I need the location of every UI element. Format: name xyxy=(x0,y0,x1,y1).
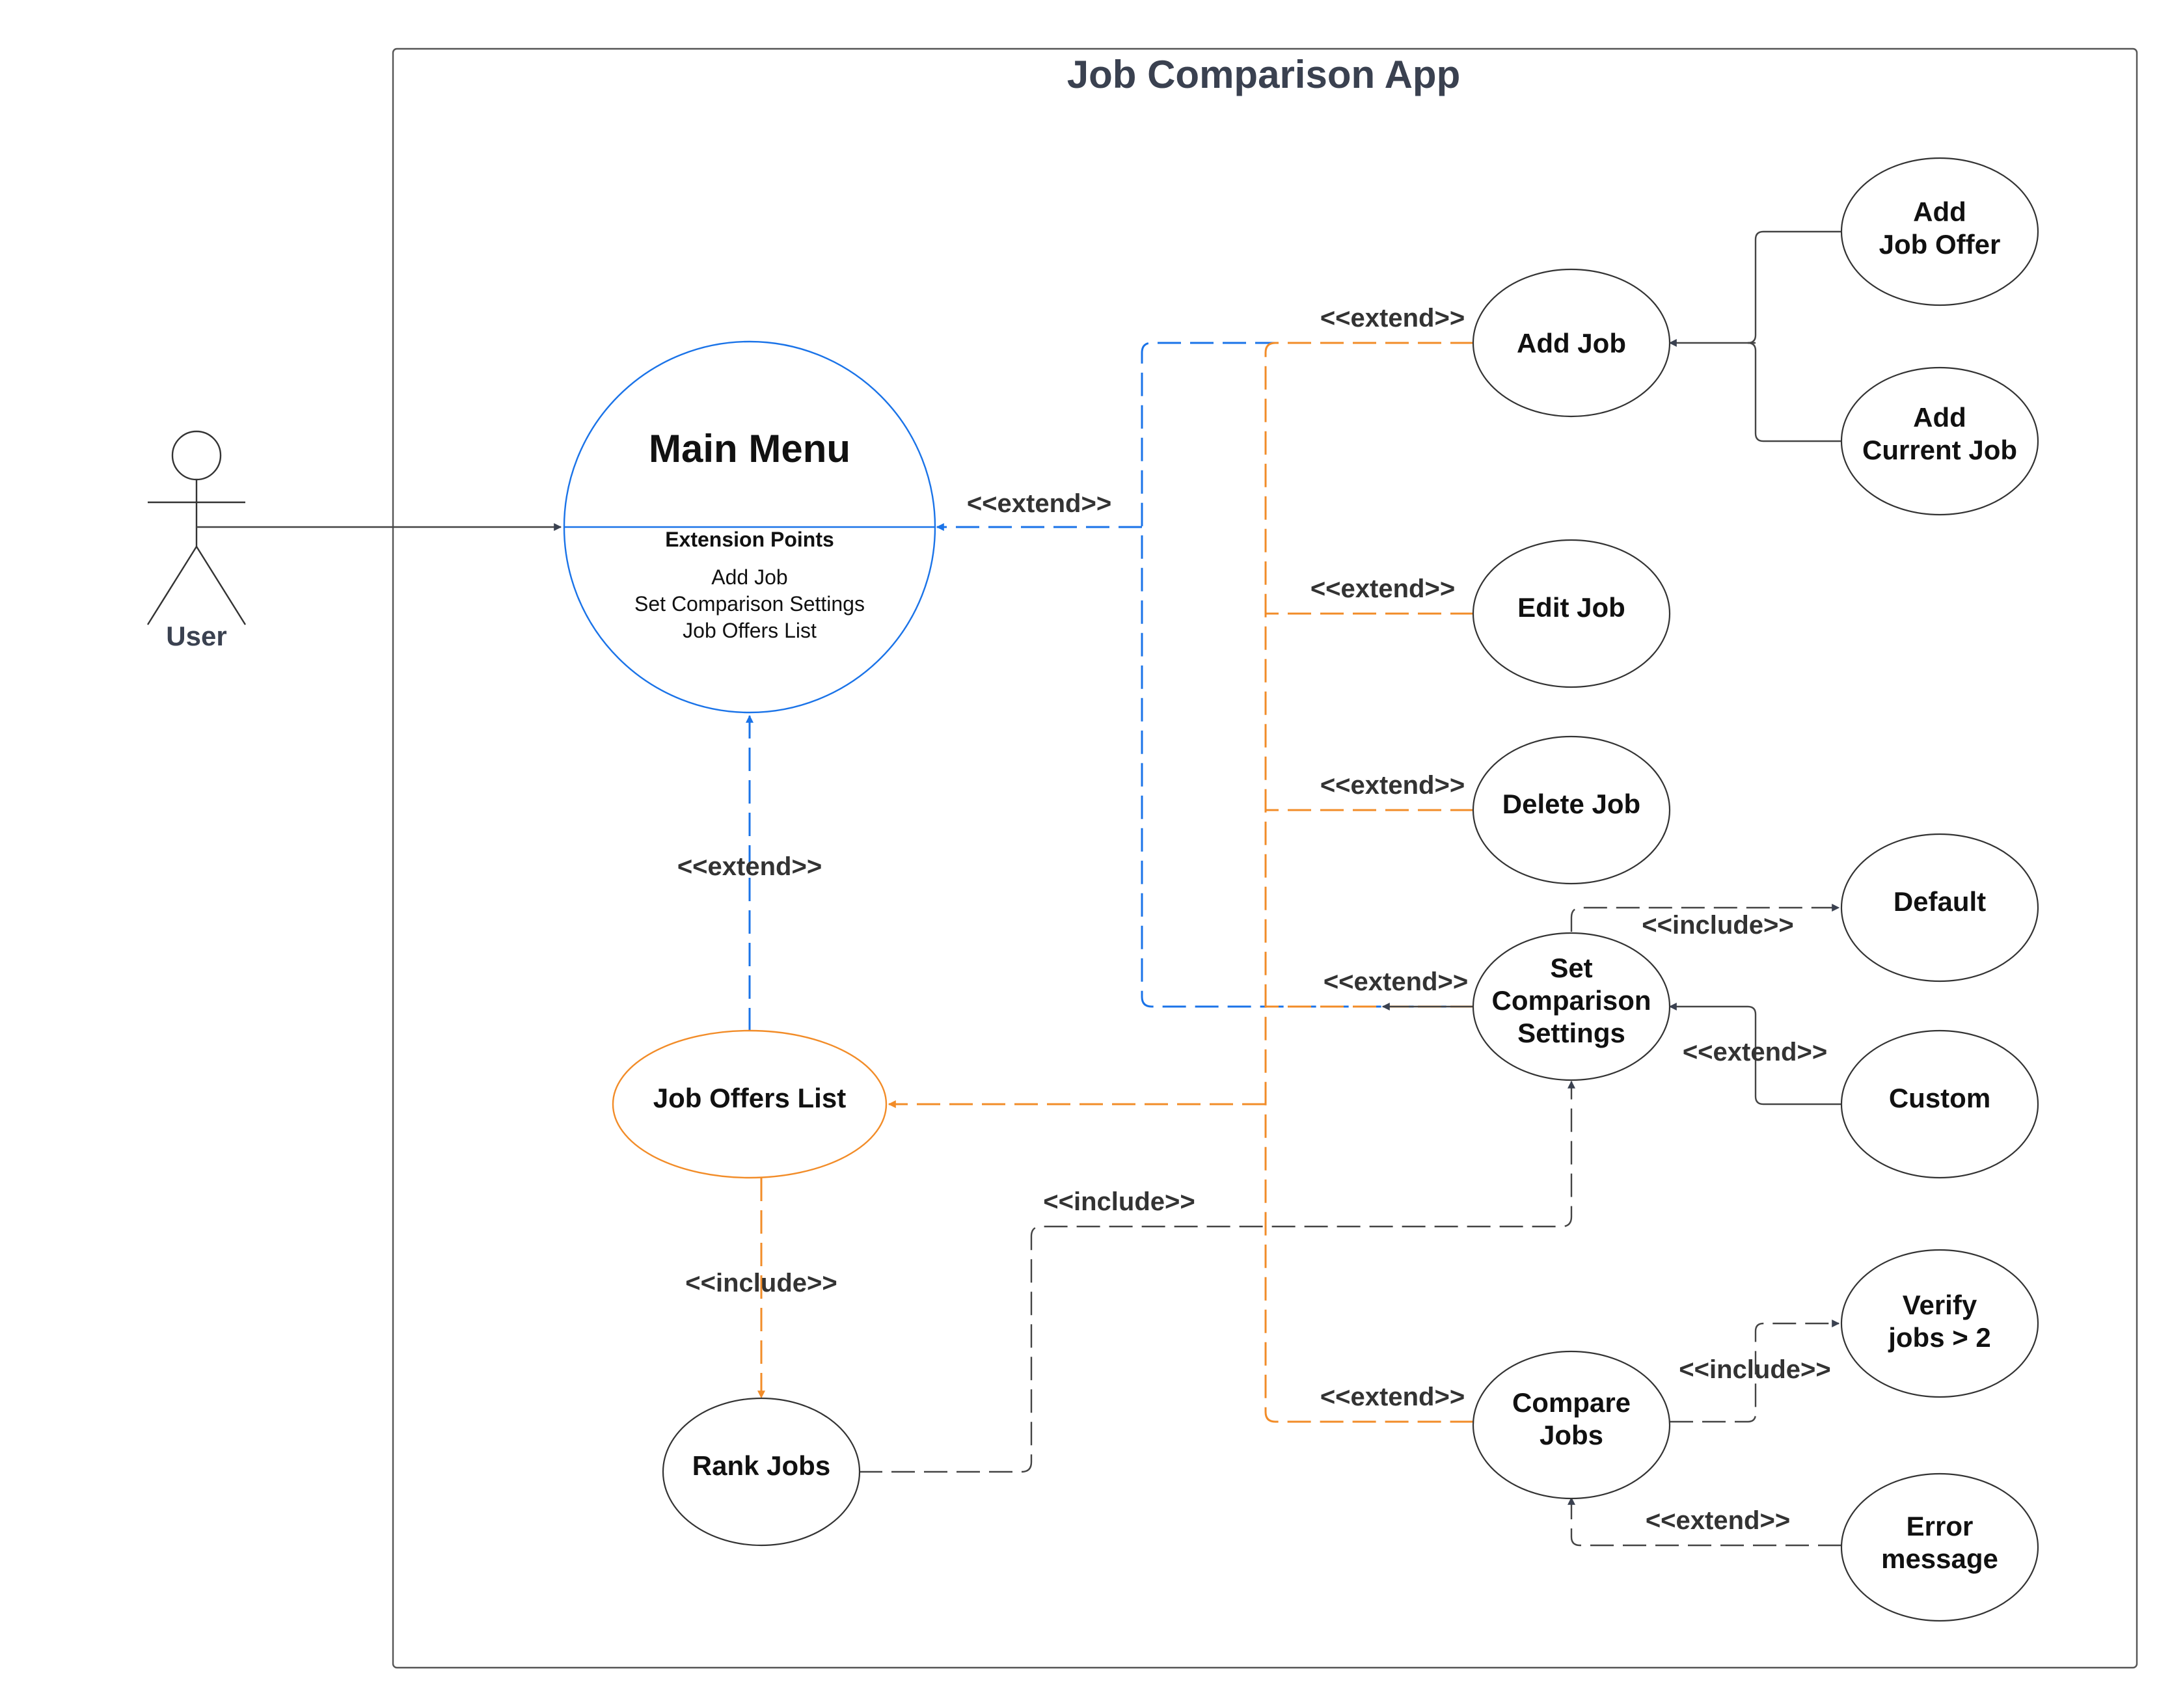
use-case-compare-jobs[interactable]: Compare Jobs xyxy=(1472,1350,1671,1500)
use-case-set-comparison-settings[interactable]: Set Comparison Settings xyxy=(1472,932,1671,1081)
use-case-add-current-job[interactable]: Add Current Job xyxy=(1840,366,2039,516)
extend-label-main-menu: <<extend>> xyxy=(967,489,1111,518)
main-menu-title: Main Menu xyxy=(649,427,850,470)
actor-right-leg xyxy=(195,546,247,625)
job-offers-list-label: Job Offers List xyxy=(653,1083,846,1113)
set-comparison-label: Set xyxy=(1550,953,1592,983)
extend-label-custom: <<extend>> xyxy=(1683,1038,1827,1066)
custom-label: Custom xyxy=(1889,1083,1990,1113)
use-case-edit-job[interactable]: Edit Job xyxy=(1472,539,1671,688)
extend-orange-trunk xyxy=(1264,342,1474,1423)
use-case-job-offers-list[interactable]: Job Offers List xyxy=(612,1029,888,1179)
include-set-comparison-default xyxy=(1570,904,1840,932)
rank-jobs-label: Rank Jobs xyxy=(692,1450,830,1481)
extend-label-compare-jobs: <<extend>> xyxy=(1320,1383,1465,1411)
compare-jobs-label: Jobs xyxy=(1540,1420,1603,1450)
default-label: Default xyxy=(1894,886,1986,917)
edit-job-label: Edit Job xyxy=(1517,592,1625,623)
include-label-default: <<include>> xyxy=(1642,911,1793,940)
include-label-set-comparison: <<include>> xyxy=(1043,1187,1195,1216)
extend-label-add-job: <<extend>> xyxy=(1320,304,1465,332)
compare-jobs-label: Compare xyxy=(1512,1387,1631,1418)
use-case-error-message[interactable]: Error message xyxy=(1840,1472,2039,1622)
use-case-main-menu[interactable]: Main Menu Extension Points Add Job Set C… xyxy=(563,340,936,714)
add-job-offer-ellipse xyxy=(1840,157,2039,306)
verify-jobs-ellipse xyxy=(1840,1249,2039,1398)
edit-job-ellipse xyxy=(1472,539,1671,688)
add-job-label: Add Job xyxy=(1517,328,1626,359)
extend-label-job-offers: <<extend>> xyxy=(677,852,822,881)
system-title: Job Comparison App xyxy=(1067,53,1460,96)
set-comparison-label: Comparison xyxy=(1491,985,1651,1016)
extend-label-error: <<extend>> xyxy=(1646,1506,1790,1535)
delete-job-ellipse xyxy=(1472,735,1671,885)
add-job-offer-label: Add xyxy=(1913,197,1966,227)
extend-error-compare xyxy=(1568,1497,1841,1547)
error-message-ellipse xyxy=(1840,1472,2039,1622)
extension-point-item: Job Offers List xyxy=(683,619,817,642)
use-case-verify-jobs[interactable]: Verify jobs > 2 xyxy=(1840,1249,2039,1398)
use-case-add-job[interactable]: Add Job xyxy=(1472,268,1671,418)
add-job-ellipse xyxy=(1472,268,1671,418)
add-current-job-label: Add xyxy=(1913,402,1966,433)
extend-custom-set-comparison xyxy=(1668,1003,1841,1105)
use-case-add-job-offer[interactable]: Add Job Offer xyxy=(1840,157,2039,306)
extend-add-job-to-main-menu xyxy=(1141,342,1474,1008)
extend-label-edit-job: <<extend>> xyxy=(1310,575,1455,603)
actor-left-leg xyxy=(146,546,198,625)
extension-point-item: Add Job xyxy=(711,565,787,589)
verify-jobs-label: Verify xyxy=(1903,1290,1977,1320)
include-compare-verify xyxy=(1670,1320,1840,1423)
set-comparison-ellipse xyxy=(1472,932,1671,1081)
generalization-add-current-job xyxy=(1747,342,1841,442)
generalization-add-job-offer xyxy=(1747,230,1841,344)
set-comparison-label: Settings xyxy=(1517,1018,1625,1048)
error-message-label: Error xyxy=(1907,1511,1974,1541)
actor-label: User xyxy=(166,621,226,651)
verify-jobs-label: jobs > 2 xyxy=(1888,1322,1991,1353)
custom-ellipse xyxy=(1840,1029,2039,1179)
include-label-rank-jobs: <<include>> xyxy=(685,1269,837,1297)
rank-jobs-ellipse xyxy=(662,1397,861,1547)
add-current-job-label: Current Job xyxy=(1862,435,2017,465)
include-rank-jobs-set-comparison xyxy=(859,1080,1575,1473)
actor-head xyxy=(171,430,222,481)
default-ellipse xyxy=(1840,833,2039,983)
use-case-rank-jobs[interactable]: Rank Jobs xyxy=(662,1397,861,1547)
extend-label-set-comparison: <<extend>> xyxy=(1324,968,1468,996)
user-actor[interactable]: User xyxy=(146,430,247,651)
delete-job-label: Delete Job xyxy=(1502,789,1640,819)
use-case-delete-job[interactable]: Delete Job xyxy=(1472,735,1671,885)
extend-label-delete-job: <<extend>> xyxy=(1320,771,1465,800)
include-label-verify: <<include>> xyxy=(1679,1355,1830,1384)
extension-point-item: Set Comparison Settings xyxy=(634,592,865,616)
add-job-offer-label: Job Offer xyxy=(1879,229,2001,260)
use-case-custom[interactable]: Custom xyxy=(1840,1029,2039,1179)
extension-points-heading: Extension Points xyxy=(665,528,834,551)
system-boundary xyxy=(392,47,2138,1669)
add-current-job-ellipse xyxy=(1840,366,2039,516)
compare-jobs-ellipse xyxy=(1472,1350,1671,1500)
error-message-label: message xyxy=(1881,1543,1998,1574)
use-case-default[interactable]: Default xyxy=(1840,833,2039,983)
job-offers-list-ellipse xyxy=(612,1029,888,1179)
